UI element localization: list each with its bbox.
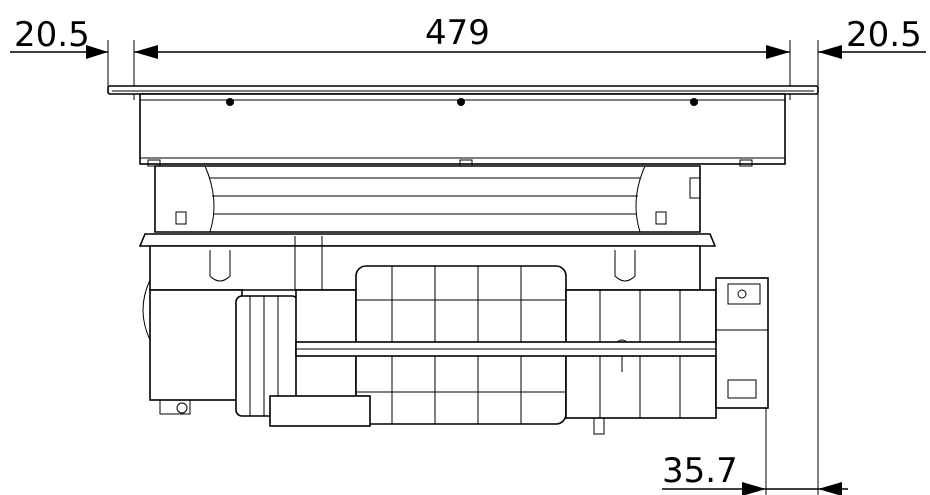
upper-housing — [139, 93, 786, 167]
clip-right — [655, 211, 667, 225]
screw-1 — [226, 98, 234, 106]
tray-hook-right — [614, 250, 636, 282]
control-connector-top — [727, 283, 761, 305]
dim-right-flange: 20.5 — [846, 15, 922, 55]
dim-offset: 35.7 — [662, 451, 738, 491]
motor-foot-bolt — [176, 402, 188, 414]
control-box — [715, 277, 769, 409]
clip-left — [175, 211, 187, 225]
control-connector-bottom — [727, 379, 757, 399]
motor-cable — [142, 279, 151, 341]
glass-plate — [107, 85, 819, 95]
blower-base — [269, 395, 371, 427]
shroud-curve-left — [204, 165, 215, 233]
duct-section-right — [565, 289, 717, 435]
side-tab — [689, 177, 701, 199]
dim-left-arrow — [86, 45, 108, 59]
motor-foot — [159, 399, 191, 415]
tray-rim — [138, 233, 717, 247]
support-rod — [295, 341, 767, 357]
tray-hook-left — [209, 250, 231, 282]
dim-overall-arrow-right — [766, 45, 790, 59]
dimension-annotations: 20.5 479 20.5 35.7 — [10, 13, 926, 495]
dim-overall-arrow-left — [134, 45, 158, 59]
motor-block-left — [142, 279, 243, 415]
cooktop-glass — [107, 85, 819, 95]
control-terminal — [737, 289, 747, 299]
dim-overall-width: 479 — [425, 13, 490, 53]
screw-2 — [457, 98, 465, 106]
housing-foot-right — [739, 159, 753, 167]
dim-offset-arrow-right — [818, 482, 842, 495]
shroud-curve-right — [635, 165, 646, 233]
fan-shroud — [154, 165, 701, 233]
duct-foot — [593, 417, 605, 435]
dim-offset-arrow-left — [742, 482, 766, 495]
dim-right-arrow — [818, 45, 842, 59]
dim-left-flange: 20.5 — [14, 15, 90, 55]
housing-foot-left — [147, 159, 161, 167]
fan-housing — [154, 165, 701, 233]
control-box-body — [715, 277, 769, 409]
motor-casing — [149, 289, 243, 401]
screw-3 — [690, 98, 698, 106]
